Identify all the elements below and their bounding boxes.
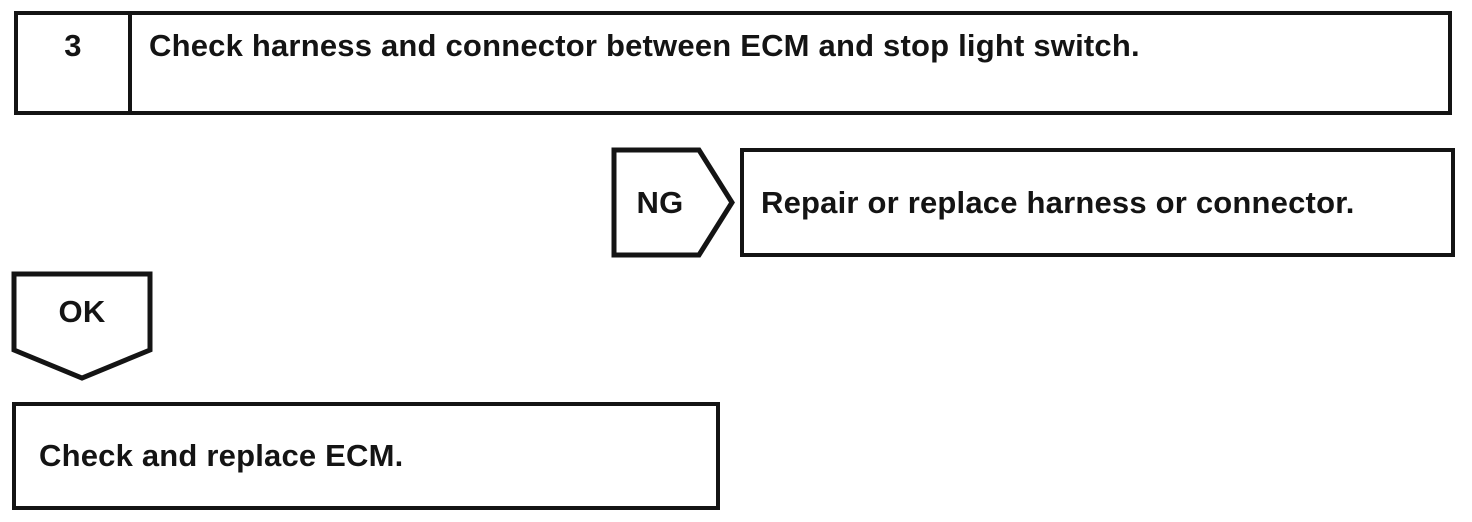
pentagon-down-icon bbox=[11, 271, 153, 381]
step-number-cell: 3 bbox=[18, 15, 132, 111]
ok-connector: OK bbox=[10, 270, 154, 382]
ng-result-box: Repair or replace harness or connector. bbox=[740, 148, 1455, 257]
step-number: 3 bbox=[64, 28, 82, 63]
ng-result-text: Repair or replace harness or connector. bbox=[761, 184, 1355, 220]
ok-result-text: Check and replace ECM. bbox=[39, 438, 404, 474]
ng-label-wrap: NG bbox=[610, 146, 710, 259]
ok-label-wrap: OK bbox=[10, 273, 154, 351]
pentagon-right-icon bbox=[611, 147, 735, 258]
step-instruction-cell: Check harness and connector between ECM … bbox=[132, 15, 1448, 111]
step-instruction: Check harness and connector between ECM … bbox=[149, 28, 1140, 63]
ok-connector-label: OK bbox=[58, 294, 106, 330]
ng-connector: NG bbox=[610, 146, 736, 259]
ng-connector-label: NG bbox=[636, 184, 684, 220]
ok-result-box: Check and replace ECM. bbox=[12, 402, 720, 510]
step-box: 3 Check harness and connector between EC… bbox=[14, 11, 1452, 115]
